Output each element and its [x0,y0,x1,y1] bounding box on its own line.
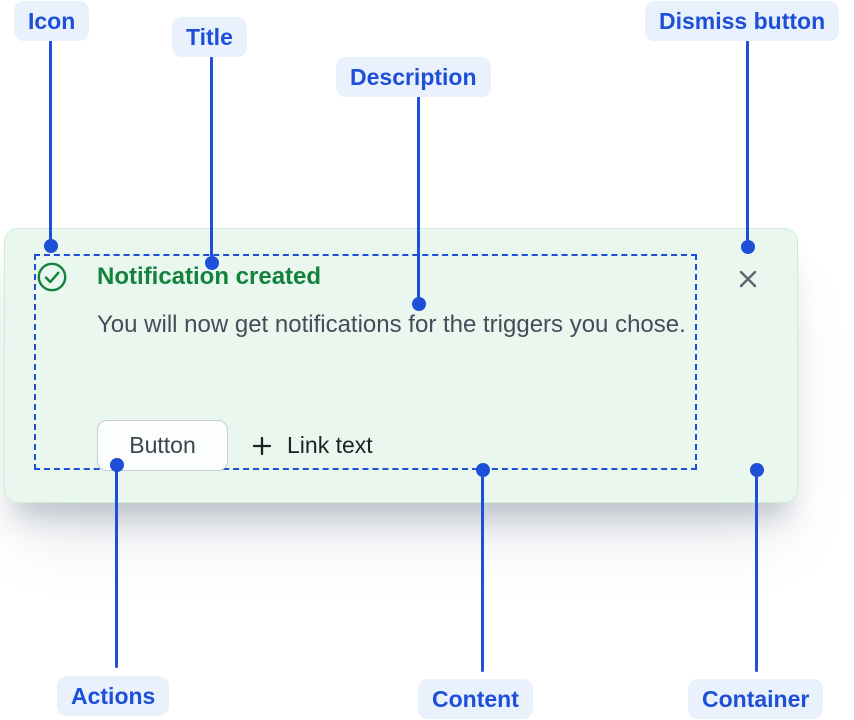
content-connector-dot [476,463,490,477]
annotation-description: Description [336,57,491,97]
container-connector-dot [750,463,764,477]
description-connector-line [417,96,420,298]
annotation-actions: Actions [57,676,170,716]
description-connector-dot [412,297,426,311]
icon-connector-dot [44,239,58,253]
annotation-icon: Icon [14,1,90,41]
action-link-label: Link text [287,432,373,458]
title-connector-line [210,56,213,257]
notification-actions: Button Link text [97,420,373,471]
icon-connector-line [49,40,52,240]
plus-icon [250,434,274,458]
annotation-container: Container [688,679,824,719]
content-connector-line [481,476,484,672]
success-check-icon [37,262,67,292]
title-connector-dot [205,256,219,270]
annotation-title: Title [172,17,247,57]
dismiss-connector-dot [741,240,755,254]
actions-connector-line [115,470,118,668]
container-connector-line [755,476,758,672]
close-icon [736,267,760,291]
notification-description: You will now get notifications for the t… [97,311,686,338]
annotation-content: Content [418,679,533,719]
action-link[interactable]: Link text [250,432,373,459]
annotation-dismiss-button: Dismiss button [645,1,840,41]
actions-connector-dot [110,458,124,472]
dismiss-connector-line [746,40,749,241]
dismiss-button[interactable] [731,262,765,296]
